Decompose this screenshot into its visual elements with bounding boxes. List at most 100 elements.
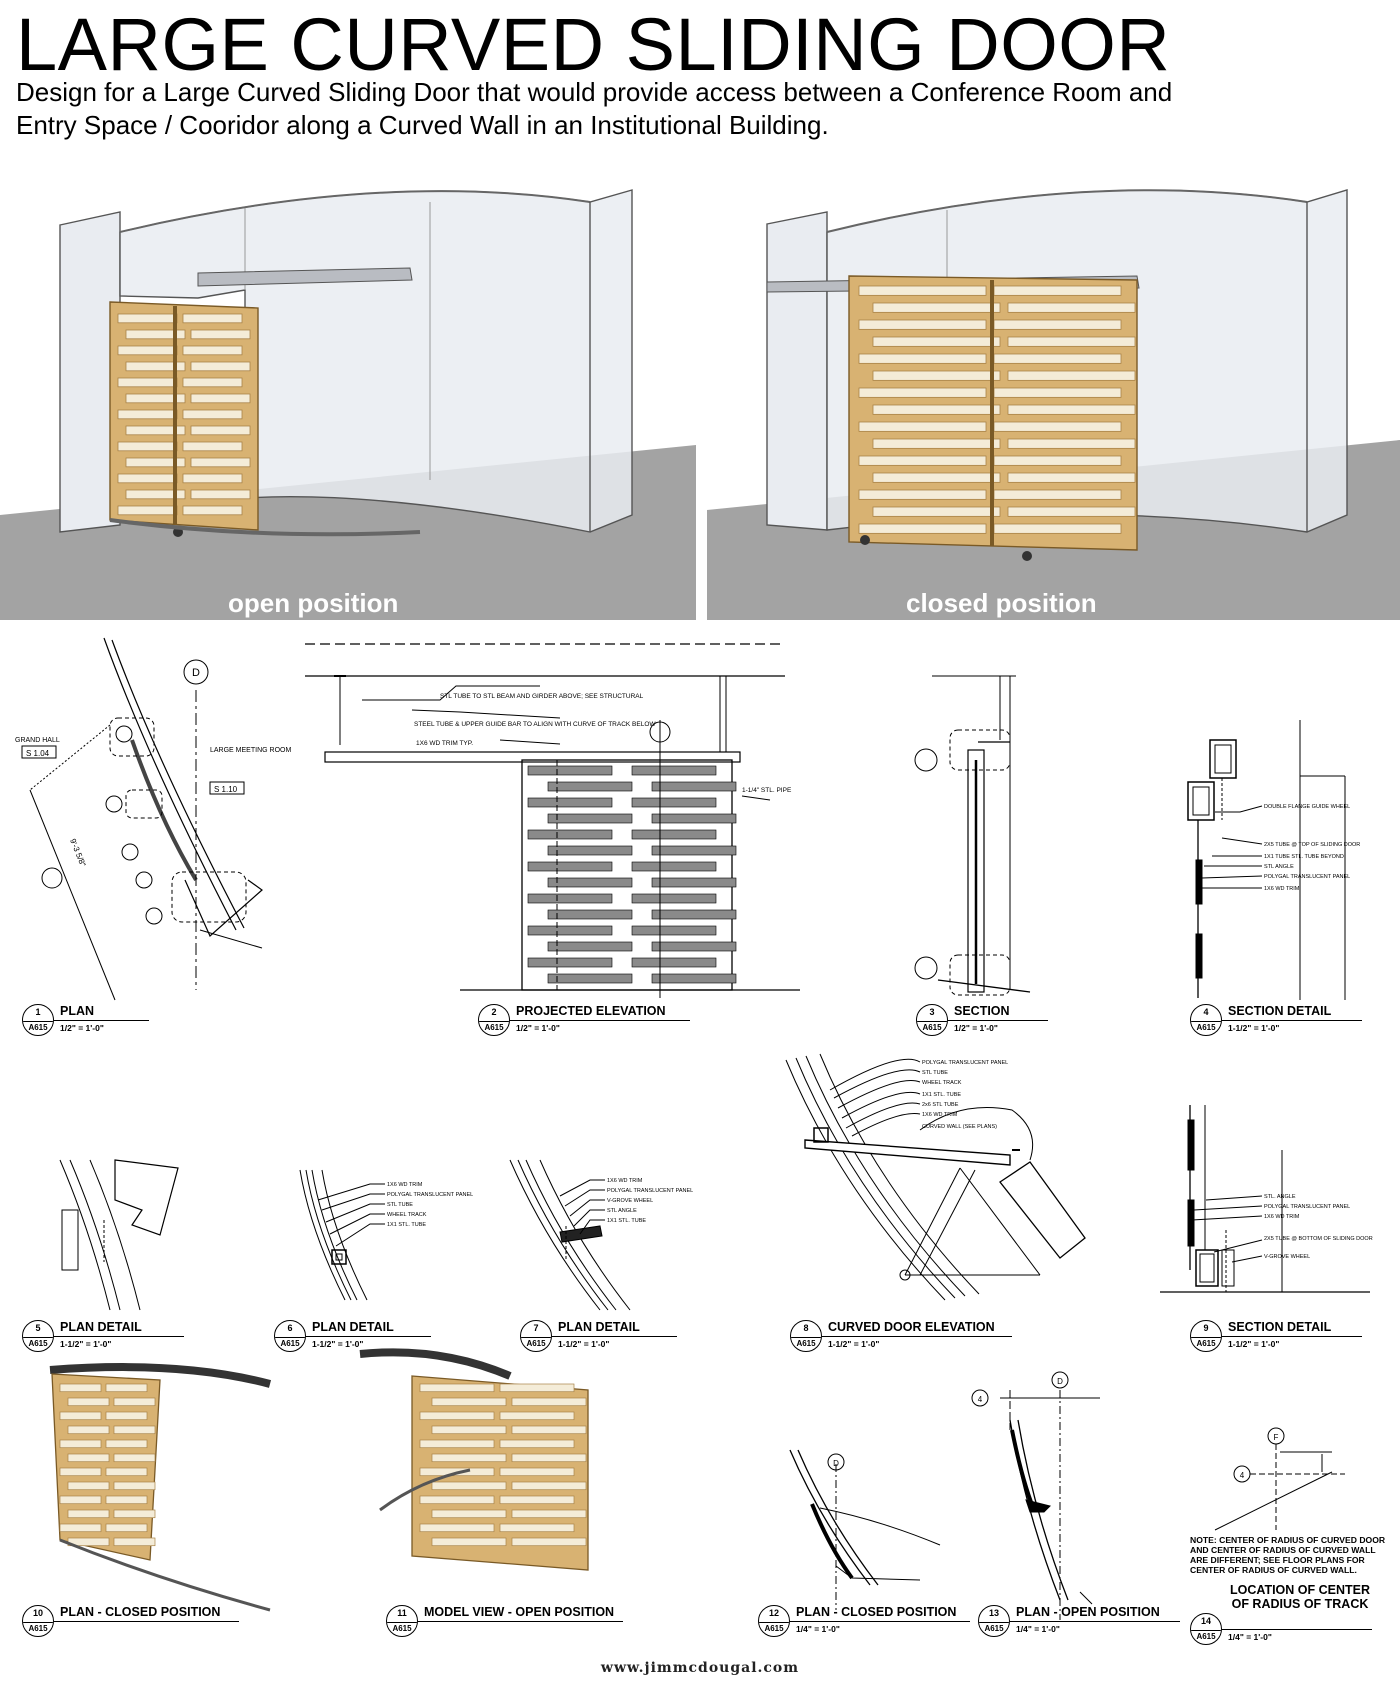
door-slat (499, 1383, 575, 1393)
open-position-label: open position (228, 588, 399, 618)
door-slat (67, 1481, 110, 1491)
door-slat (117, 409, 178, 420)
door-slat (431, 1453, 507, 1463)
door-slat (117, 441, 178, 452)
detail6-note-5: 1X1 STL. TUBE (387, 1222, 426, 1228)
door-slat (431, 1397, 507, 1407)
door-slat (67, 1397, 110, 1407)
elevation-slat (651, 909, 737, 920)
drawing-2-projected-elevation (305, 643, 800, 998)
drawing-11-model-open (359, 1348, 589, 1571)
elevation-slat (631, 957, 717, 968)
grid-d-label-13: D (1057, 1377, 1063, 1386)
section4-note-2: 2X5 TUBE @ TOP OF SLIDING DOOR (1264, 842, 1360, 848)
detail8-note-1: POLYGAL TRANSLUCENT PANEL (922, 1060, 1008, 1066)
door-slat (113, 1453, 156, 1463)
glass-wall-left (766, 211, 828, 531)
door-slat (182, 441, 243, 452)
elevation-slat (631, 861, 717, 872)
door-slat (858, 489, 987, 500)
door-slat (59, 1383, 102, 1393)
elevation-slat (527, 829, 613, 840)
door-slat (125, 393, 186, 404)
door-slat (105, 1495, 148, 1505)
door-slat (511, 1453, 587, 1463)
door-slat (872, 370, 1001, 381)
door-slat (105, 1467, 148, 1477)
door-slat (499, 1467, 575, 1477)
detail6-note-3: STL TUBE (387, 1202, 413, 1208)
drawing-12-plan-closed (789, 1449, 941, 1610)
door-slat (993, 353, 1122, 364)
detail8-note-5: 2x6 STL TUBE (922, 1102, 959, 1108)
detail6-note-2: POLYGAL TRANSLUCENT PANEL (387, 1192, 473, 1198)
door-slat (190, 457, 251, 468)
elevation-note-3: 1X6 WD TRIM TYP. (416, 740, 473, 747)
drawing-6-plan-detail (299, 1169, 385, 1301)
door-slat (419, 1495, 495, 1505)
door-slat (431, 1537, 507, 1547)
elevation-slat (631, 765, 717, 776)
render-open-position (0, 180, 696, 620)
door-slat (117, 505, 178, 516)
door-slat (1007, 506, 1136, 517)
door-slat (993, 455, 1122, 466)
door-slat (190, 393, 251, 404)
detail9-note-5: V-GROVE WHEEL (1264, 1254, 1310, 1260)
grid-4-label-14: 4 (1240, 1471, 1245, 1480)
door-slat (67, 1509, 110, 1519)
detail8-note-2: STL TUBE (922, 1070, 948, 1076)
door-slat (105, 1383, 148, 1393)
door-slat (872, 336, 1001, 347)
website-footer[interactable]: www.jimmcdougal.com (600, 1660, 800, 1676)
drawing-14-note: NOTE: CENTER OF RADIUS OF CURVED DOOR AN… (1190, 1535, 1386, 1575)
detail8-note-3: WHEEL TRACK (922, 1080, 962, 1086)
door-slat (113, 1425, 156, 1435)
grand-hall-ref: S 1.04 (26, 749, 50, 758)
door-slat (190, 361, 251, 372)
door-slat (872, 404, 1001, 415)
door-slat (59, 1439, 102, 1449)
meeting-room-label: LARGE MEETING ROOM (210, 747, 291, 754)
drawing-1-plan (21, 637, 263, 1001)
detail6-note-4: WHEEL TRACK (387, 1212, 427, 1218)
elevation-slat (631, 925, 717, 936)
section4-note-5: POLYGAL TRANSLUCENT PANEL (1264, 874, 1350, 880)
detail8-note-7: CURVED WALL (SEE PLANS) (922, 1124, 997, 1130)
door-slat (1007, 472, 1136, 483)
door-slat (113, 1481, 156, 1491)
door-slat (1007, 302, 1136, 313)
door-slat (113, 1397, 156, 1407)
door-slat (59, 1523, 102, 1533)
elevation-slat (547, 941, 633, 952)
door-slat (190, 489, 251, 500)
elevation-slat (547, 813, 633, 824)
elevation-note-1: STL TUBE TO STL BEAM AND GIRDER ABOVE; S… (440, 693, 644, 700)
door-slat (59, 1495, 102, 1505)
door-slat (511, 1509, 587, 1519)
door-slat (105, 1523, 148, 1533)
drawing-13-plan-open (971, 1371, 1100, 1620)
door-slat (117, 313, 178, 324)
detail9-note-3: 1X6 WD TRIM (1264, 1214, 1300, 1220)
door-slat (113, 1509, 156, 1519)
door-slat (67, 1425, 110, 1435)
elevation-slat (651, 941, 737, 952)
door-slat (993, 319, 1122, 330)
door-slats (117, 313, 251, 516)
